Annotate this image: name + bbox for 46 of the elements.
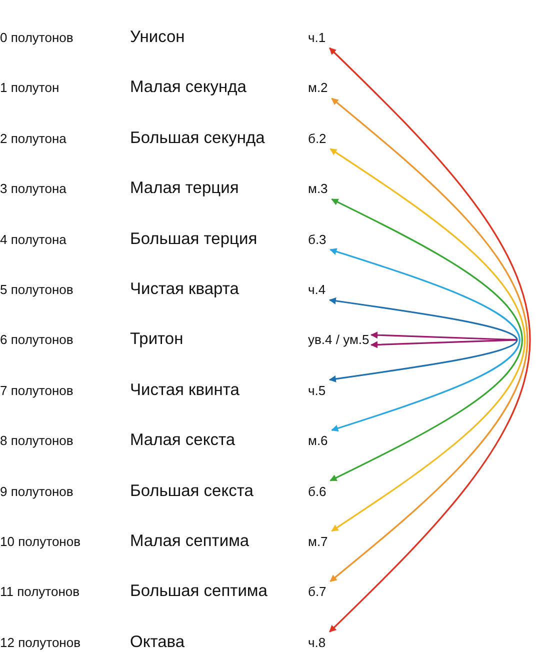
interval-name: Тритон xyxy=(130,331,184,348)
interval-abbreviation: б.3 xyxy=(308,230,326,248)
interval-name: Малая секста xyxy=(130,432,236,449)
double-headed-arrow xyxy=(329,47,531,632)
double-headed-arrow xyxy=(370,332,518,348)
semitone-count: 0 полутонов xyxy=(0,31,74,44)
semitone-count: 6 полутонов xyxy=(0,333,74,346)
interval-abbreviation: ув.4 / ум.5 xyxy=(308,331,370,348)
semitone-count: 5 полутонов xyxy=(0,283,74,296)
interval-name: Большая терция xyxy=(130,230,258,248)
interval-abbreviation: м.7 xyxy=(308,533,328,550)
semitone-count: 2 полутона xyxy=(0,132,66,145)
interval-abbreviation: м.6 xyxy=(308,432,328,450)
double-headed-arrow xyxy=(328,297,518,382)
semitone-count: 10 полутонов xyxy=(0,535,80,548)
interval-abbreviation: б.7 xyxy=(308,583,326,600)
semitone-count: 11 полутонов xyxy=(0,585,80,598)
interval-abbreviation: ч.5 xyxy=(308,382,326,399)
double-headed-arrow xyxy=(330,98,528,582)
interval-name: Большая секста xyxy=(130,482,254,500)
interval-abbreviation: м.2 xyxy=(308,79,328,96)
interval-name: Чистая кварта xyxy=(130,281,239,298)
interval-name: Малая терция xyxy=(130,180,239,197)
interval-name: Малая септима xyxy=(130,533,250,550)
interval-name: Большая секунда xyxy=(130,130,265,146)
interval-abbreviation: ч.4 xyxy=(308,281,326,298)
semitone-count: 1 полутон xyxy=(0,81,60,94)
interval-name: Чистая квинта xyxy=(130,382,240,398)
interval-abbreviation: б.6 xyxy=(308,482,326,500)
semitone-count: 3 полутона xyxy=(0,182,66,196)
double-headed-arrow xyxy=(330,198,523,482)
interval-name: Малая секунда xyxy=(130,79,246,96)
double-headed-arrow xyxy=(330,248,520,432)
interval-abbreviation: б.2 xyxy=(308,130,326,147)
double-headed-arrow xyxy=(330,148,526,532)
semitone-count: 4 полутона xyxy=(0,232,66,246)
semitone-count: 12 полутонов xyxy=(0,636,80,649)
semitone-count: 7 полутонов xyxy=(0,384,74,397)
interval-name: Унисон xyxy=(130,29,185,46)
interval-name: Большая септима xyxy=(130,583,268,600)
interval-abbreviation: ч.1 xyxy=(308,29,326,46)
semitone-count: 9 полутонов xyxy=(0,484,74,498)
interval-name: Октава xyxy=(130,634,185,650)
interval-abbreviation: м.3 xyxy=(308,180,328,198)
semitone-count: 8 полутонов xyxy=(0,434,74,448)
interval-abbreviation: ч.8 xyxy=(308,634,326,651)
